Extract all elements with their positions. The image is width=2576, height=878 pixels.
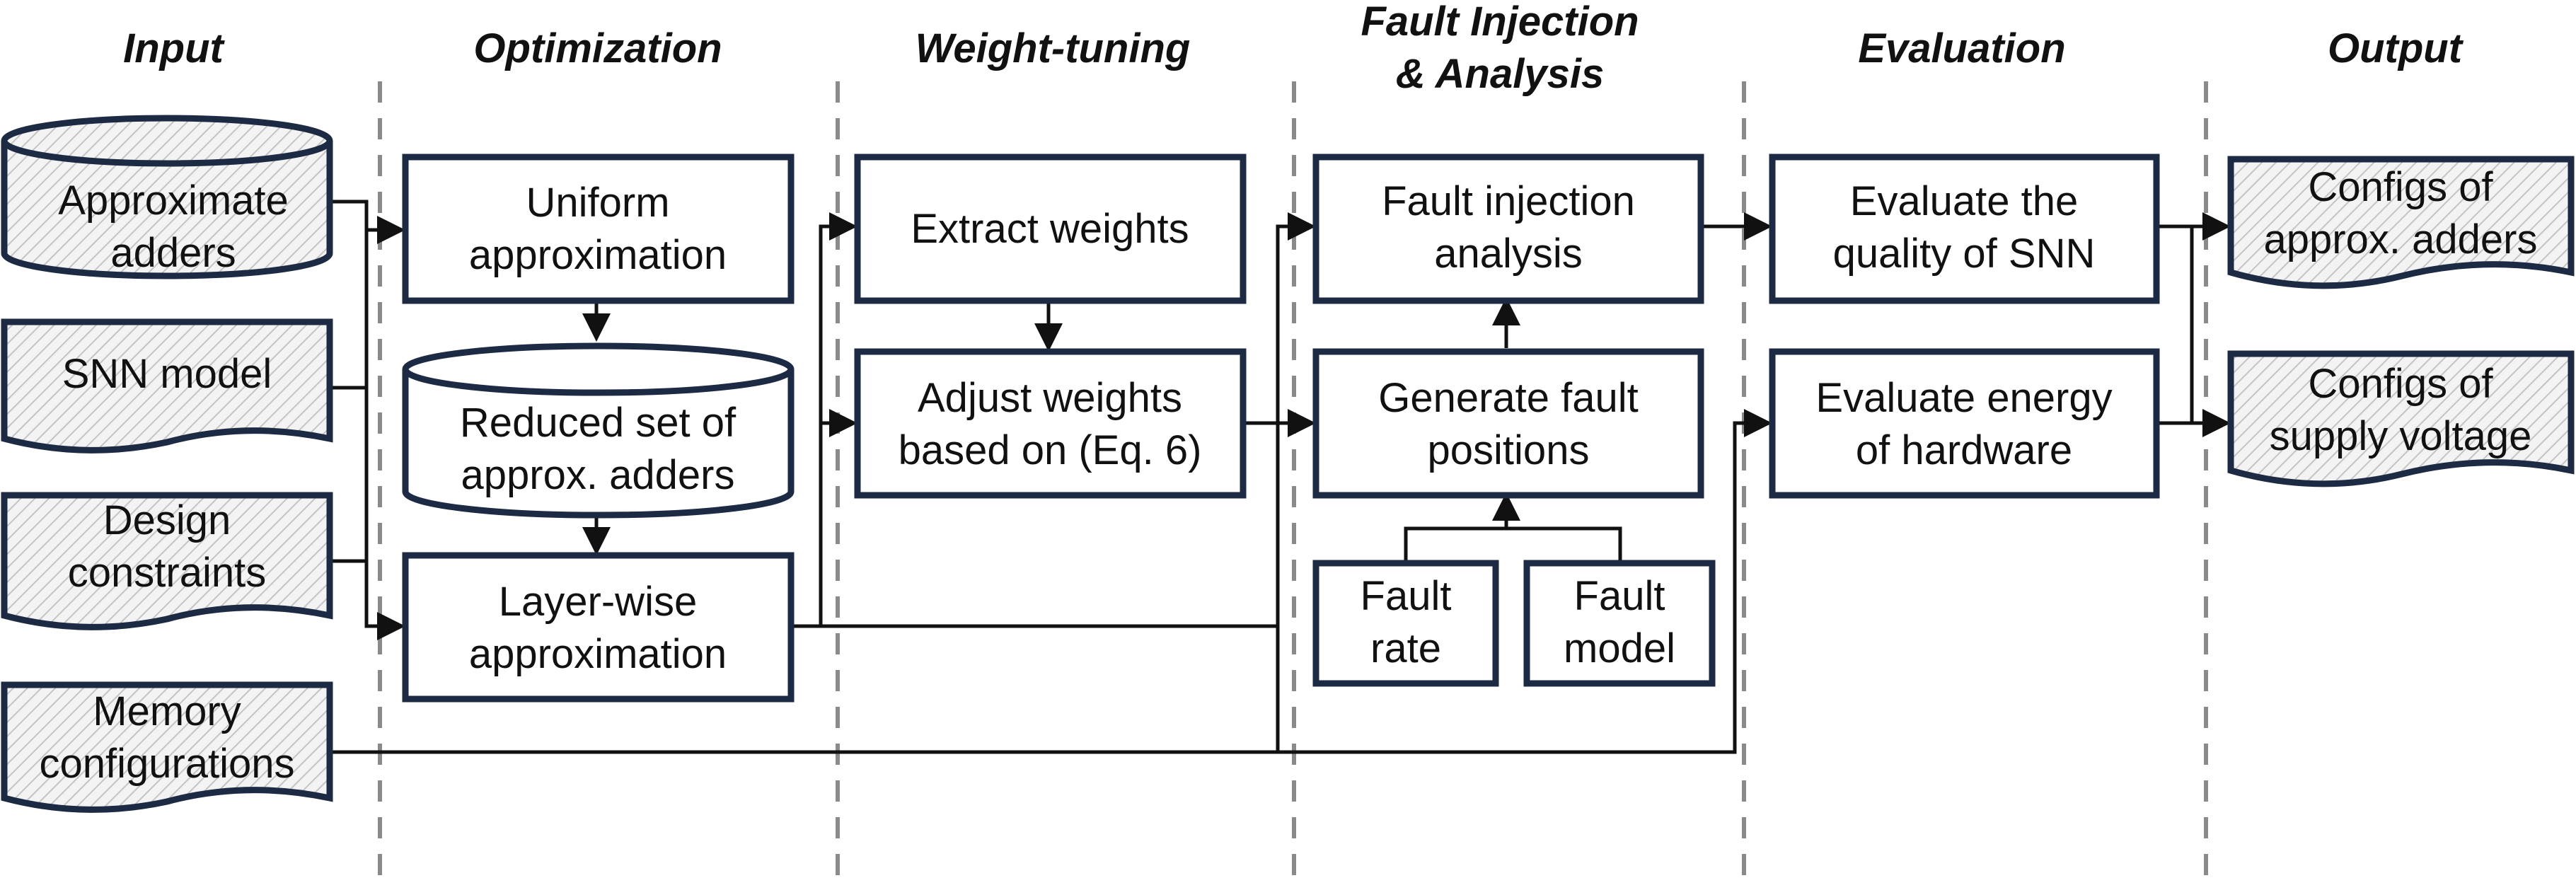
label-fault-model-1: Fault [1574,573,1665,619]
label-configs-of-1: Configs of [2308,164,2493,210]
box-fault-injection-analysis: Fault injection analysis [1312,154,1704,304]
label-fault-injection: Fault injection [1382,178,1635,224]
label-snn-model: SNN model [62,351,272,397]
label-analysis: analysis [1434,231,1583,277]
doc-configs-approx-adders: Configs of approx. adders [2227,156,2575,289]
box-layer-wise-approximation: Layer-wise approximation [402,552,795,703]
box-fault-rate: Fault rate [1312,560,1499,687]
label-design: Design [103,497,231,543]
label-reduced-set: Reduced set of [460,400,737,446]
label-fault-rate-2: rate [1370,625,1441,671]
label-uniform-approximation: approximation [469,232,727,278]
label-supply-voltage: supply voltage [2270,413,2532,459]
label-evaluate-energy: Evaluate energy [1815,375,2112,421]
label-approx-adders: approx. adders [461,452,735,498]
label-evaluate-the: Evaluate the [1850,178,2078,224]
label-adders: adders [110,230,236,276]
label-configurations: configurations [39,741,294,787]
label-of-hardware: of hardware [1856,427,2072,473]
label-approx-adders-out: approx. adders [2264,216,2538,262]
header-fault-injection: Fault Injection [1361,0,1639,45]
doc-memory-configurations: Memory configurations [1,681,333,813]
label-positions: positions [1428,427,1590,473]
header-evaluation: Evaluation [1858,25,2065,71]
box-fault-model: Fault model [1523,560,1716,687]
connectors [330,200,2231,754]
header-weight-tuning: Weight-tuning [916,25,1191,71]
label-fault-rate-1: Fault [1361,573,1452,619]
box-generate-fault-positions: Generate fault positions [1312,348,1704,499]
doc-snn-model: SNN model [1,318,333,454]
header-optimization: Optimization [473,25,722,71]
label-uniform: Uniform [526,180,669,226]
label-layer-wise-approximation: approximation [469,631,727,677]
box-extract-weights: Extract weights [854,154,1247,304]
cylinder-reduced-set: Reduced set of approx. adders [402,342,795,519]
stage-headers: Input Optimization Weight-tuning Fault I… [123,0,2464,97]
label-adjust-weights: Adjust weights [918,375,1182,421]
label-fault-model-2: model [1564,625,1675,671]
doc-design-constraints: Design constraints [1,492,333,630]
box-evaluate-quality: Evaluate the quality of SNN [1769,154,2160,304]
header-input: Input [123,25,225,71]
label-memory: Memory [93,688,241,734]
label-constraints: constraints [68,550,266,596]
doc-configs-supply-voltage: Configs of supply voltage [2227,350,2575,487]
label-layer-wise: Layer-wise [499,579,697,625]
stage-separators [378,81,2208,878]
label-approximate: Approximate [58,178,289,224]
box-evaluate-energy: Evaluate energy of hardware [1769,348,2160,499]
header-fault-analysis: & Analysis [1396,51,1604,97]
label-quality-of-snn: quality of SNN [1833,231,2096,277]
label-extract-weights: Extract weights [911,206,1189,252]
label-generate-fault: Generate fault [1378,375,1639,421]
label-based-on-eq6: based on (Eq. 6) [899,427,1202,473]
cylinder-approximate-adders: Approximate adders [1,115,333,279]
header-output: Output [2328,25,2464,71]
box-adjust-weights: Adjust weights based on (Eq. 6) [854,348,1247,499]
label-configs-of-2: Configs of [2308,361,2493,407]
box-uniform-approximation: Uniform approximation [402,154,795,304]
